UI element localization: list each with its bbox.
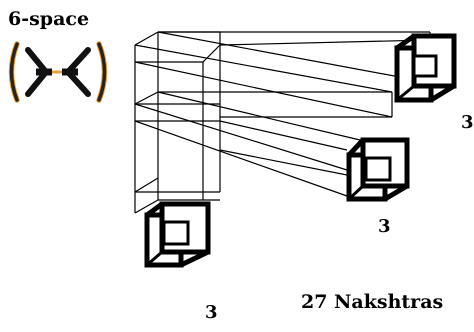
- wireframe-prism-structure: [134, 31, 431, 214]
- hypercube-icon-right: [394, 33, 457, 103]
- bracketed-converging-arrows-icon: [8, 41, 108, 103]
- hypercube-icon-middle: [346, 137, 410, 202]
- hypercube-icon-bottom: [144, 201, 211, 268]
- middle-cube-count: 3: [378, 216, 391, 237]
- diagram-title: 6-space: [8, 8, 89, 30]
- caption: 27 Nakshtras: [301, 291, 443, 313]
- bottom-count: 3: [205, 302, 218, 323]
- right-cube-count: 3: [461, 112, 474, 133]
